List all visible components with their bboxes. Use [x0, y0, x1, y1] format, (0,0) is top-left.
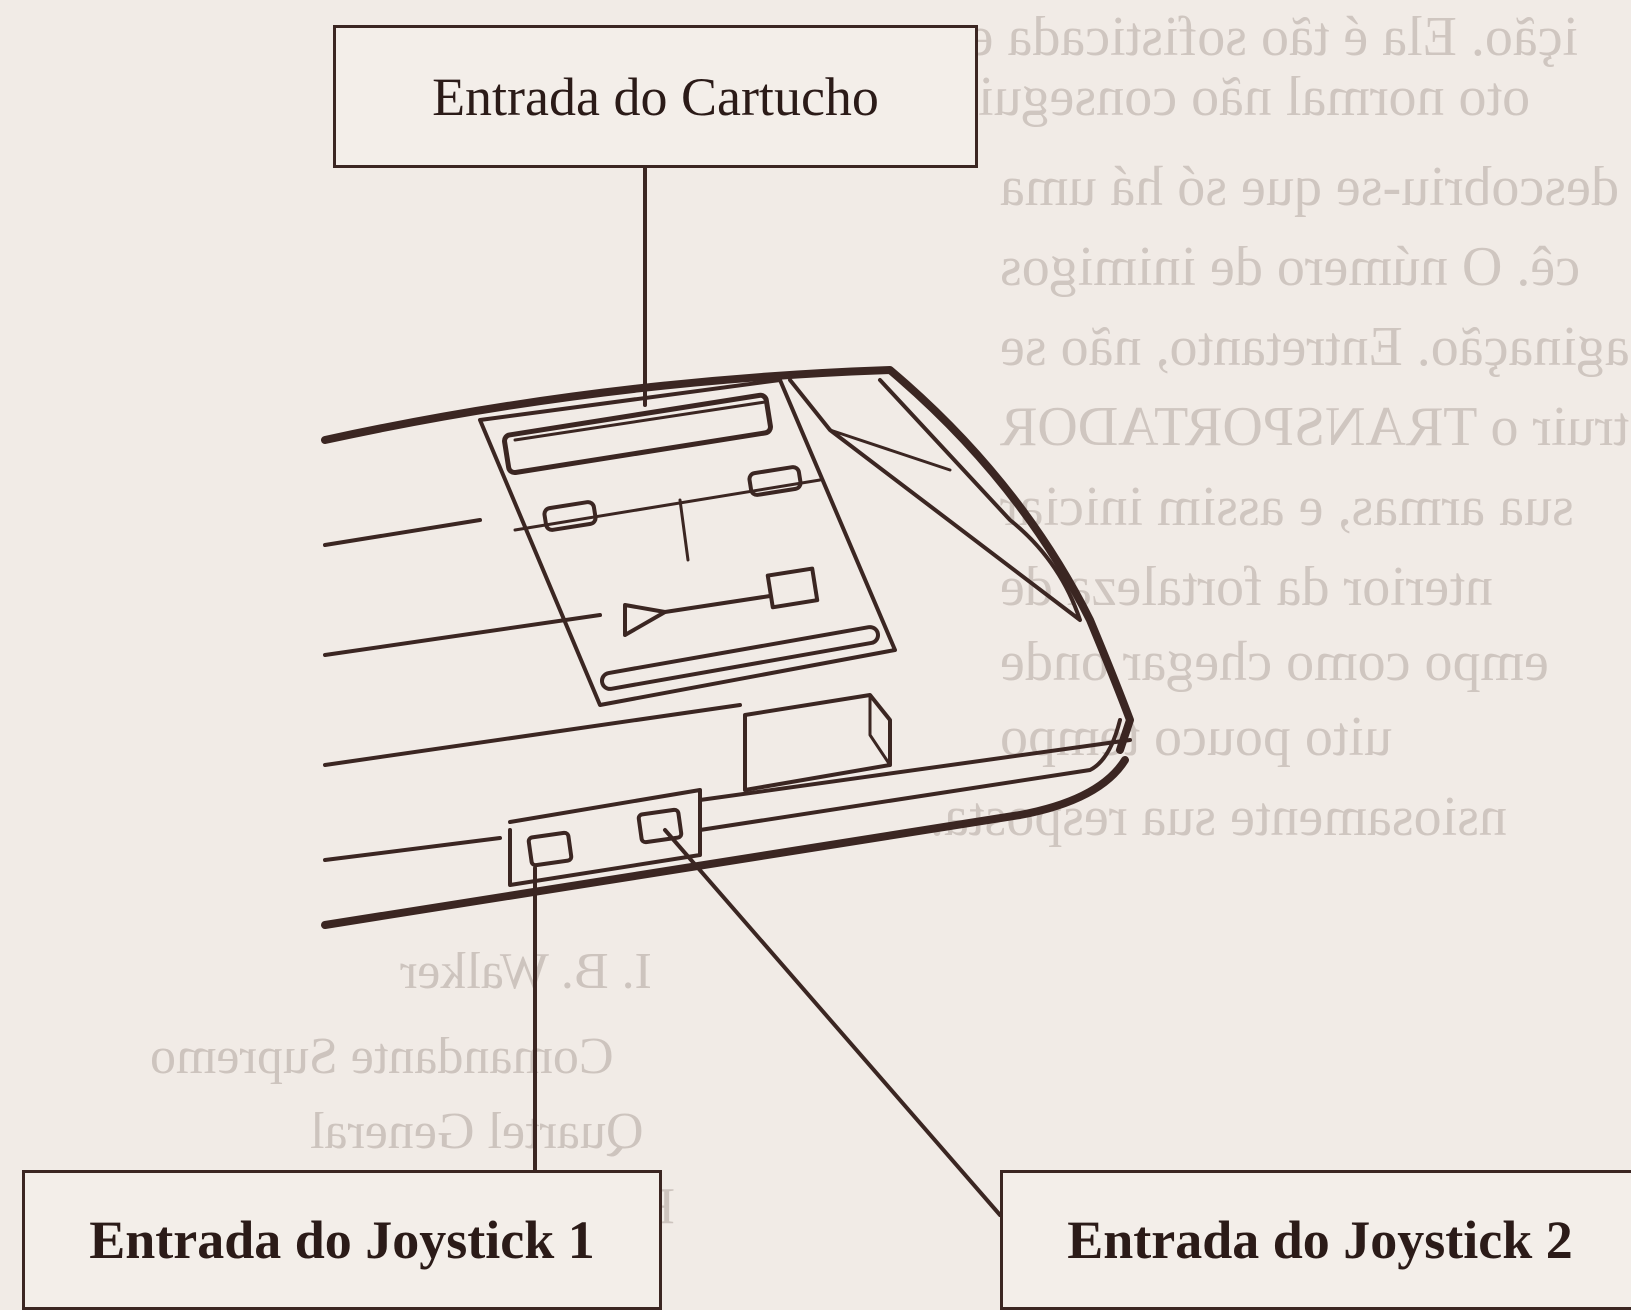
cartridge-panel-divider [513, 478, 822, 532]
console-body-line [323, 613, 602, 657]
cartridge-panel [478, 378, 897, 707]
joystick-port-1 [526, 830, 574, 868]
console-bevel [788, 378, 1082, 622]
console-body-line [323, 703, 742, 767]
joystick-port-housing [508, 788, 702, 887]
panel-tab [542, 500, 598, 532]
console-body-line [323, 518, 482, 547]
console-right-curve [698, 718, 1122, 832]
power-switch [743, 693, 892, 792]
label-joystick2-entrance: Entrada do Joystick 2 [1000, 1170, 1631, 1310]
leader-line-joystick2 [663, 828, 1002, 1217]
console-body-line [698, 738, 1132, 802]
panel-tab [747, 465, 803, 497]
cartridge-slot [502, 392, 773, 476]
eject-symbol-line [663, 594, 772, 614]
cartridge-panel-divider [678, 498, 690, 562]
eject-symbol [623, 603, 667, 637]
label-cartridge-entrance: Entrada do Cartucho [333, 25, 978, 168]
console-top-edge [321, 366, 1134, 754]
console-bottom-edge [321, 756, 1129, 929]
eject-symbol-box [765, 566, 820, 610]
label-cartridge-text: Entrada do Cartucho [432, 66, 879, 127]
power-switch-edge [868, 693, 892, 767]
label-joystick2-text: Entrada do Joystick 2 [1067, 1210, 1573, 1270]
label-joystick1-text: Entrada do Joystick 1 [89, 1210, 595, 1270]
console-body-line [323, 836, 502, 862]
panel-lower-slot [600, 625, 880, 691]
label-joystick1-entrance: Entrada do Joystick 1 [22, 1170, 662, 1310]
cartridge-slot-inner [513, 400, 767, 442]
joystick-port-2 [636, 807, 684, 845]
console-bevel-line [828, 428, 952, 472]
